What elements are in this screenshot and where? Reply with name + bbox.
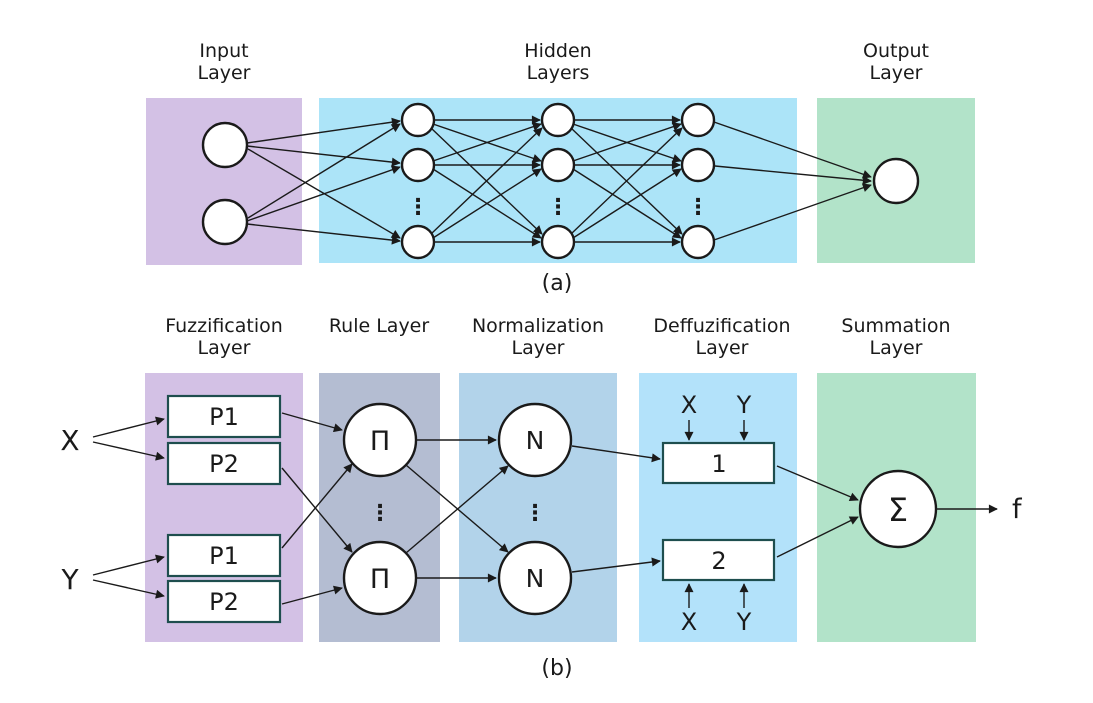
hidden1-ellipsis: ⋮ — [407, 195, 429, 220]
deffuzification-label-line1: Deffuzification — [653, 315, 790, 337]
hidden1-node-1 — [400, 102, 436, 138]
normalization-node-1 — [497, 402, 573, 478]
hidden2-node-1 — [540, 102, 576, 138]
rule-node-1-label: Π — [370, 426, 390, 457]
caption-a: (a) — [542, 271, 573, 296]
edges-inputs-to-fuzzification — [92, 416, 165, 599]
hidden2-node-2 — [540, 147, 576, 183]
fuzz-box-y-p2 — [166, 579, 282, 624]
edges-normalization-to-deffuzification — [571, 445, 661, 573]
normalization-node-2 — [497, 540, 573, 616]
figure-a: Input Layer Hidden Layers Output Layer — [146, 40, 975, 296]
edges-hidden3-to-output — [713, 121, 872, 241]
rule-node-1 — [342, 402, 418, 478]
normalization-label-line2: Layer — [512, 337, 565, 359]
output-layer-label-line1: Output — [863, 40, 929, 62]
output-node — [872, 157, 920, 205]
input-node-2 — [201, 198, 249, 246]
edges-aux-inputs-to-deffuzification — [684, 420, 749, 608]
summation-label-line1: Summation — [841, 315, 950, 337]
output-f-label: f — [1012, 494, 1023, 525]
hidden3-node-2 — [680, 147, 716, 183]
normalization-label-line1: Normalization — [472, 315, 604, 337]
edges-deffuzification-to-summation — [776, 465, 859, 558]
rule-node-2 — [342, 540, 418, 616]
caption-b: (b) — [541, 656, 572, 681]
hidden-layers-label-line1: Hidden — [524, 40, 591, 62]
deffuz-aux-top-x-label: X — [681, 391, 697, 419]
hidden3-node-n — [680, 224, 716, 260]
normalization-node-2-label: N — [526, 564, 545, 593]
deffuz-aux-bottom-y-label: Y — [736, 608, 752, 636]
input-x-label: X — [60, 424, 79, 457]
fuzz-box-x-p2 — [166, 441, 282, 486]
hidden3-node-1 — [680, 102, 716, 138]
fuzz-box-y-p1-label: P1 — [209, 542, 239, 570]
edges-fuzzification-to-rule — [281, 412, 353, 605]
input-y-label: Y — [60, 563, 79, 596]
deffuzification-label-line2: Layer — [696, 337, 749, 359]
edges-input-to-hidden1 — [246, 117, 401, 245]
summation-node — [858, 469, 938, 549]
hidden2-ellipsis: ⋮ — [547, 195, 569, 220]
deffuzification-layer-background — [639, 373, 797, 642]
edges-rule-to-normalization — [405, 435, 509, 583]
fuzz-box-x-p1-label: P1 — [209, 403, 239, 431]
deffuz-box-2 — [661, 538, 776, 582]
deffuz-box-1 — [661, 441, 776, 485]
deffuz-box-1-label: 1 — [711, 450, 726, 478]
fuzz-box-x-p1 — [166, 394, 282, 439]
deffuz-aux-top-y-label: Y — [736, 391, 752, 419]
input-node-1 — [201, 121, 249, 169]
rule-node-2-label: Π — [370, 564, 390, 595]
fuzz-box-x-p2-label: P2 — [209, 450, 239, 478]
input-layer-label-line2: Layer — [198, 62, 251, 84]
deffuz-box-2-label: 2 — [711, 547, 726, 575]
normalization-ellipsis: ⋮ — [524, 501, 546, 526]
fuzzification-label-line2: Layer — [198, 337, 251, 359]
hidden1-node-n — [400, 224, 436, 260]
hidden-layers-label-line2: Layers — [527, 62, 590, 84]
fuzz-box-y-p2-label: P2 — [209, 588, 239, 616]
normalization-node-1-label: N — [526, 426, 545, 455]
figure-b: Fuzzification Layer Rule Layer Normaliza… — [60, 315, 1023, 681]
hidden3-ellipsis: ⋮ — [687, 195, 709, 220]
rule-ellipsis: ⋮ — [369, 501, 391, 526]
summation-node-label: Σ — [888, 491, 908, 529]
deffuz-aux-bottom-x-label: X — [681, 608, 697, 636]
output-layer-label-line2: Layer — [870, 62, 923, 84]
rule-layer-label: Rule Layer — [329, 315, 430, 337]
fuzz-box-y-p1 — [166, 533, 282, 578]
hidden1-node-2 — [400, 147, 436, 183]
edges-hidden2-to-hidden3 — [570, 115, 683, 247]
hidden2-node-n — [540, 224, 576, 260]
summation-label-line2: Layer — [870, 337, 923, 359]
edges-hidden1-to-hidden2 — [430, 115, 543, 247]
fuzzification-label-line1: Fuzzification — [165, 315, 283, 337]
input-layer-label-line1: Input — [199, 40, 248, 62]
